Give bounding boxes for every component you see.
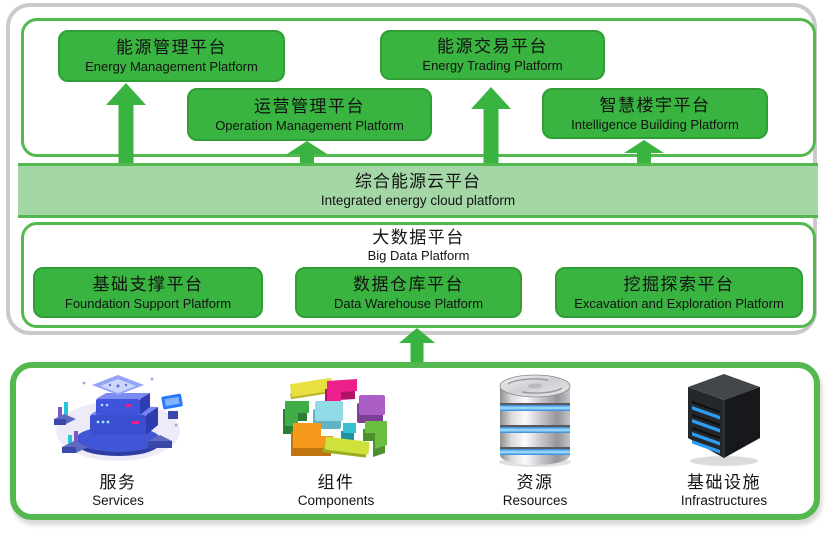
infra-label-zh: 基础设施 (687, 473, 761, 492)
platform-label-en: Intelligence Building Platform (571, 116, 739, 132)
infra-item-resources: 资源 Resources (448, 368, 622, 514)
big-data-title: 大数据平台 Big Data Platform (21, 228, 816, 263)
platform-label-en: Excavation and Exploration Platform (574, 295, 784, 311)
platform-box-energy-management: 能源管理平台 Energy Management Platform (58, 30, 285, 82)
platform-box-energy-trading: 能源交易平台 Energy Trading Platform (380, 30, 605, 80)
server-tower-icon (688, 374, 760, 466)
database-icon (499, 374, 571, 467)
arrow-up-icon (287, 141, 327, 163)
platform-box-operation-management: 运营管理平台 Operation Management Platform (187, 88, 432, 141)
infra-label-zh: 服务 (99, 473, 137, 492)
platform-box-excavation-exploration: 挖掘探索平台 Excavation and Exploration Platfo… (555, 267, 803, 318)
arrow-up-icon (106, 83, 146, 163)
infra-label-en: Components (297, 493, 375, 508)
infra-label-en: Resources (502, 493, 568, 508)
platform-label-zh: 运营管理平台 (254, 96, 365, 116)
infra-label-en: Services (92, 493, 144, 508)
platform-label-zh: 数据仓库平台 (353, 274, 464, 294)
platform-label-zh: 基础支撑平台 (92, 274, 204, 294)
platform-box-foundation-support: 基础支撑平台 Foundation Support Platform (33, 267, 263, 318)
platform-label-zh: 能源交易平台 (437, 37, 548, 56)
platform-box-data-warehouse: 数据仓库平台 Data Warehouse Platform (295, 267, 522, 318)
infra-label-en: Infrastructures (680, 493, 768, 508)
platform-label-zh: 能源管理平台 (116, 38, 227, 57)
platform-label-zh: 挖掘探索平台 (623, 274, 735, 294)
services-icon (54, 375, 183, 461)
arrow-up-icon (399, 328, 435, 363)
platform-label-en: Data Warehouse Platform (333, 295, 484, 311)
platform-label-en: Energy Trading Platform (422, 58, 563, 73)
platform-label-en: Energy Management Platform (85, 59, 258, 74)
big-data-title-en: Big Data Platform (367, 248, 470, 263)
infra-label-zh: 组件 (317, 473, 355, 492)
cloud-platform-band: 综合能源云平台 Integrated energy cloud platform (18, 163, 818, 218)
platform-label-en: Operation Management Platform (215, 117, 404, 133)
arrow-up-icon (471, 87, 511, 163)
infra-item-services: 服务 Services (31, 368, 205, 514)
cloud-band-title-en: Integrated energy cloud platform (320, 193, 516, 208)
platform-box-intelligence-building: 智慧楼宇平台 Intelligence Building Platform (542, 88, 768, 139)
big-data-title-zh: 大数据平台 (372, 228, 465, 247)
platform-label-zh: 智慧楼宇平台 (599, 95, 711, 115)
platform-label-en: Foundation Support Platform (64, 295, 232, 311)
infra-item-components: 组件 Components (249, 368, 423, 514)
infra-label-zh: 资源 (516, 473, 554, 492)
infra-item-infrastructures: 基础设施 Infrastructures (637, 368, 811, 514)
components-icon (283, 377, 387, 458)
cloud-band-title-zh: 综合能源云平台 (355, 172, 481, 191)
arrow-up-icon (624, 140, 664, 163)
